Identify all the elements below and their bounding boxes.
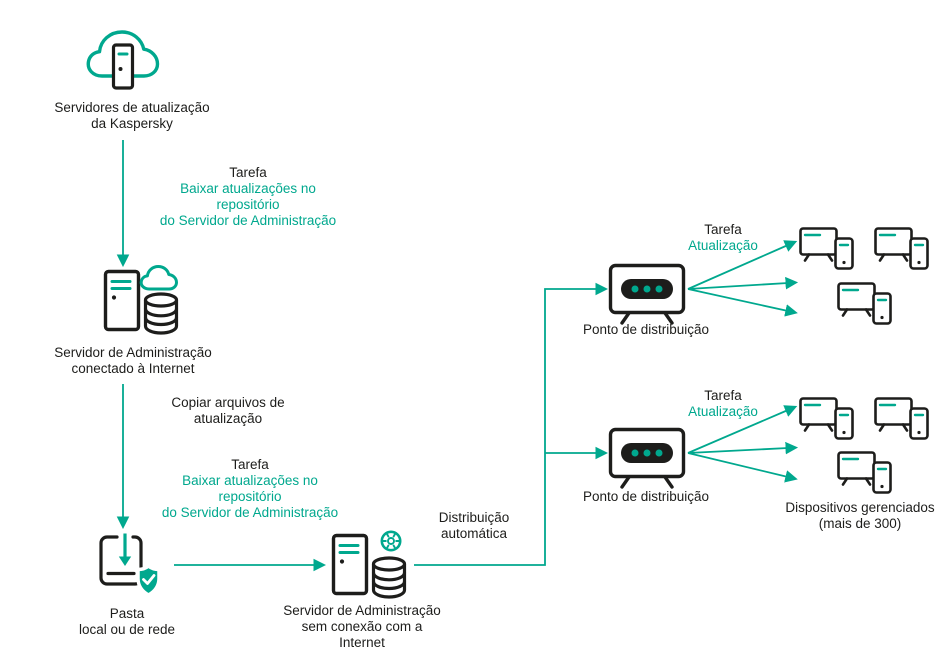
kaspersky-update-servers-label: Servidores de atualização da Kaspersky	[32, 100, 232, 132]
task-line: repositório	[218, 489, 282, 504]
label-line: automática	[440, 526, 508, 541]
managed-device-pair-icon	[837, 451, 893, 497]
label-line: Internet	[339, 635, 385, 650]
gear-badge-circle	[380, 530, 402, 552]
label-line: (mais de 300)	[818, 516, 902, 531]
shield-check	[142, 574, 156, 585]
managed-device-pair-icon	[874, 227, 930, 273]
task-title: Tarefa	[704, 388, 742, 403]
task-title: Tarefa	[229, 165, 267, 180]
task-line: Atualização	[688, 238, 758, 253]
label-line: Dispositivos gerenciados	[785, 500, 935, 515]
task-title: Tarefa	[704, 222, 742, 237]
download-arrow-head	[118, 556, 132, 566]
server-body	[111, 43, 135, 90]
kaspersky-update-servers-icon	[84, 20, 162, 98]
folder-label: Pasta local ou de rede	[47, 606, 207, 638]
cloud-badge	[139, 265, 178, 291]
box-outline	[99, 535, 143, 586]
admin-server-online-label: Servidor de Administração conectado à In…	[33, 345, 233, 377]
label-line: Pasta	[109, 606, 145, 621]
auto-distribution-label: Distribuição automática	[414, 510, 534, 542]
distribution-point-1-label: Ponto de distribuição	[566, 322, 726, 338]
task-update-label-top: Tarefa Atualização	[663, 222, 783, 254]
gear-badge-hub	[387, 537, 395, 545]
distribution-point-2-icon	[607, 426, 687, 490]
label-line: Servidores de atualização	[54, 100, 210, 115]
task-line: Atualização	[688, 404, 758, 419]
label-line: sem conexão com a	[301, 619, 423, 634]
label-line: Servidor de Administração	[54, 345, 212, 360]
task-title: Tarefa	[231, 457, 269, 472]
task-line: do Servidor de Administração	[159, 213, 337, 228]
task-download-label-top: Tarefa Baixar atualizações no repositóri…	[148, 165, 348, 229]
managed-device-pair-icon	[799, 397, 855, 443]
label-line: Ponto de distribuição	[582, 489, 710, 504]
edge-dp1-to-devices-middle	[687, 276, 799, 290]
managed-devices-label: Dispositivos gerenciados (mais de 300)	[760, 500, 950, 532]
task-line: Baixar atualizações no	[182, 473, 318, 488]
label-line: Ponto de distribuição	[582, 322, 710, 337]
edge-dp1-to-devices-bottom	[687, 288, 798, 317]
task-update-label-bottom: Tarefa Atualização	[663, 388, 783, 420]
admin-server-online-icon	[100, 264, 182, 338]
edge-dp2-to-devices-bottom	[687, 452, 798, 483]
copy-files-label: Copiar arquivos de atualização	[128, 395, 328, 427]
admin-server-offline-icon	[328, 528, 410, 602]
distribution-point-2-label: Ponto de distribuição	[566, 489, 726, 505]
admin-server-offline-label: Servidor de Administração sem conexão co…	[262, 603, 462, 651]
edge-dp2-to-devices-middle	[687, 441, 799, 455]
managed-device-pair-icon	[874, 397, 930, 443]
gear-badge-spokes	[382, 533, 400, 549]
label-line: Servidor de Administração	[283, 603, 441, 618]
managed-device-pair-icon	[837, 282, 893, 328]
task-line: repositório	[216, 197, 280, 212]
distribution-point-1-icon	[607, 262, 687, 326]
managed-device-pair-icon	[799, 227, 855, 273]
label-line: atualização	[193, 411, 263, 426]
folder-icon	[94, 532, 162, 598]
task-line: do Servidor de Administração	[161, 505, 339, 520]
task-download-label-bottom: Tarefa Baixar atualizações no repositóri…	[150, 457, 350, 521]
label-line: conectado à Internet	[71, 361, 195, 376]
task-line: Baixar atualizações no	[180, 181, 316, 196]
label-line: Copiar arquivos de	[171, 395, 285, 410]
label-line: da Kaspersky	[91, 116, 173, 131]
server-dot	[118, 67, 123, 71]
label-line: Distribuição	[438, 510, 510, 525]
label-line: local ou de rede	[78, 622, 176, 637]
